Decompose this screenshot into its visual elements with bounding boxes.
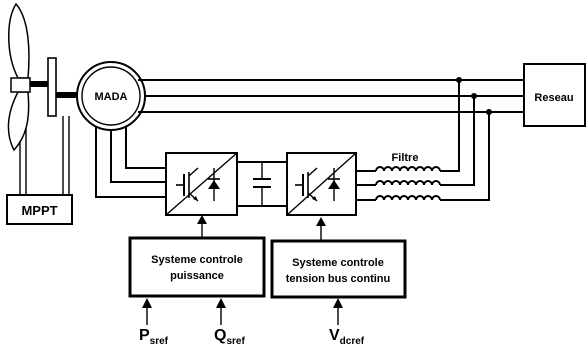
mada-generator: MADA bbox=[76, 61, 146, 131]
grid-side-converter bbox=[286, 152, 357, 216]
power-control-label-line1: Systeme controle bbox=[151, 254, 243, 266]
stator-lines bbox=[138, 77, 524, 115]
gearbox-plate bbox=[47, 57, 57, 117]
filter-label: Filtre bbox=[392, 152, 419, 164]
dc-bus bbox=[237, 161, 287, 207]
p-sref-symbol: Psref bbox=[139, 327, 169, 347]
power-control-block: Systeme controle puissance bbox=[128, 236, 266, 298]
mppt-block: MPPT bbox=[6, 194, 73, 225]
turbine-blade-lower bbox=[7, 91, 30, 152]
igbt-icon bbox=[176, 167, 199, 202]
turbine-blade-upper bbox=[8, 2, 30, 79]
v-dcref-symbol: Vdcref bbox=[329, 327, 365, 347]
grid-block: Reseau bbox=[523, 63, 586, 127]
power-control-label-line2: puissance bbox=[170, 270, 224, 282]
diode-icon bbox=[208, 168, 220, 201]
grid-label: Reseau bbox=[534, 92, 573, 104]
turbine-hub bbox=[10, 77, 31, 93]
wind-turbine-icon bbox=[7, 2, 84, 195]
mppt-label: MPPT bbox=[21, 203, 57, 218]
igbt-icon bbox=[295, 167, 318, 202]
dc-voltage-control-block: Systeme controle tension bus continu bbox=[270, 239, 407, 299]
turbine-shaft bbox=[30, 81, 50, 87]
capacitor-icon bbox=[253, 162, 271, 206]
dc-voltage-control-label-line1: Systeme controle bbox=[292, 257, 384, 269]
filter-lines: Filtre bbox=[356, 80, 490, 201]
q-sref-symbol: Qsref bbox=[214, 327, 245, 347]
rotor-side-converter bbox=[165, 152, 238, 216]
control-arrows bbox=[197, 215, 326, 240]
reference-inputs: Psref Qsref Vdcref bbox=[139, 298, 365, 347]
rotor-lines bbox=[95, 126, 166, 198]
diode-icon bbox=[328, 168, 340, 201]
generator-shaft bbox=[56, 92, 84, 98]
dc-voltage-control-label-line2: tension bus continu bbox=[286, 273, 391, 285]
inductor-icon bbox=[375, 166, 441, 201]
mada-label: MADA bbox=[95, 91, 128, 103]
